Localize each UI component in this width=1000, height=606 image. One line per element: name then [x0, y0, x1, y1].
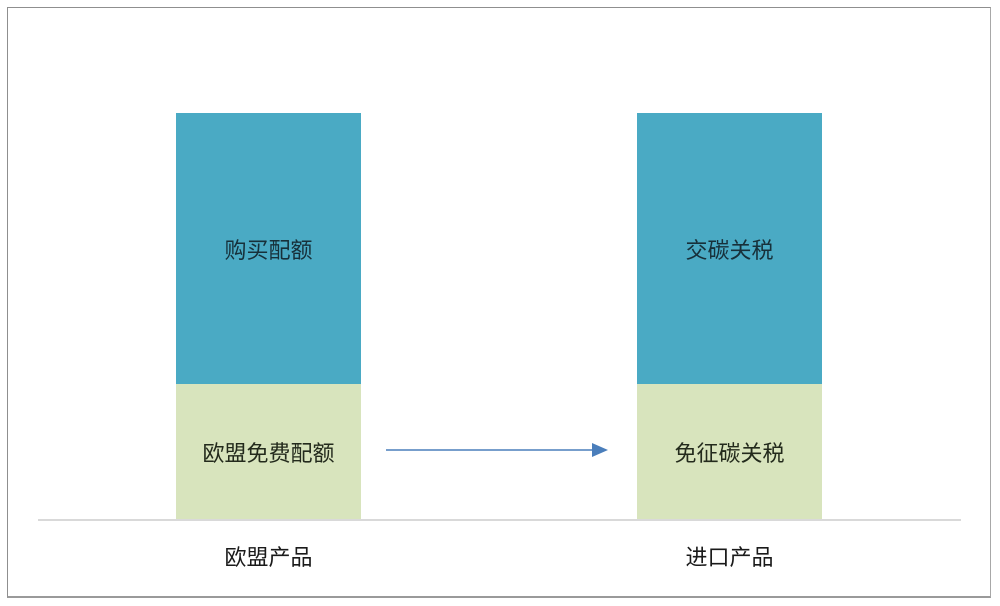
diagram-frame: [7, 7, 991, 598]
eu-purchase-allowance-label: 购买配额: [224, 238, 313, 264]
category-label-eu-products: 欧盟产品: [224, 546, 313, 571]
category-label-imported-products: 进口产品: [685, 546, 774, 571]
eu-free-allowance-block: 欧盟免费配额: [176, 384, 361, 519]
import-tariff-exemption-block: 免征碳关税: [637, 384, 822, 519]
arrow-right-icon: [386, 443, 608, 457]
import-carbon-tariff-block: 交碳关税: [637, 113, 822, 384]
eu-purchase-allowance-block: 购买配额: [176, 113, 361, 384]
import-tariff-exemption-label: 免征碳关税: [674, 441, 785, 467]
baseline-axis: [38, 519, 961, 521]
eu-free-allowance-label: 欧盟免费配额: [202, 441, 335, 467]
import-carbon-tariff-label: 交碳关税: [685, 238, 774, 264]
